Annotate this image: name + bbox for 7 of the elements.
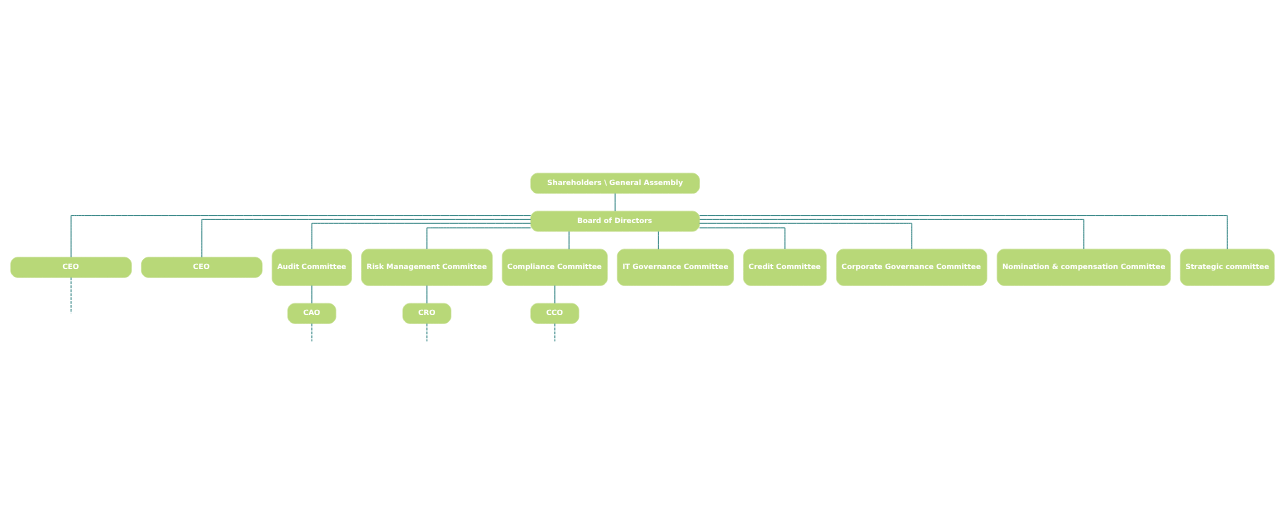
connector	[699, 214, 1228, 249]
connector	[658, 230, 659, 250]
connector	[699, 222, 913, 249]
connector	[699, 218, 1085, 249]
connector	[311, 222, 532, 249]
connector	[201, 218, 532, 258]
connector	[70, 214, 532, 258]
